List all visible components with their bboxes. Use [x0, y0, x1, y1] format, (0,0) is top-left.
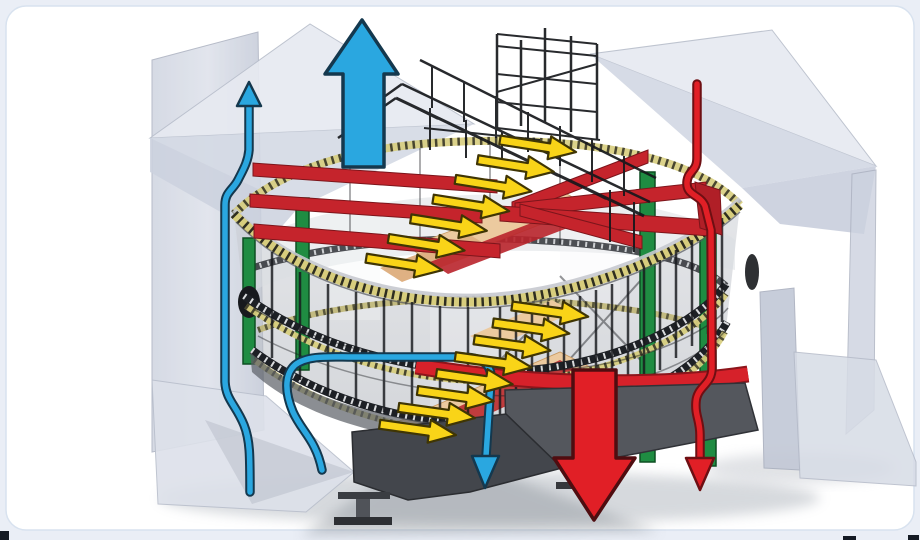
housing-right-foot — [759, 287, 801, 471]
video-progress-mark — [843, 536, 856, 540]
large-blue-up-arrow — [323, 18, 400, 169]
base-block-front — [351, 413, 564, 501]
bottom-edge-marks — [0, 531, 919, 540]
i-beam-foot — [334, 492, 392, 525]
housing-right-hood-lip — [742, 166, 876, 234]
housing-left-skirt-shade — [205, 420, 354, 504]
housing-right-hood-facet — [590, 54, 876, 188]
base-under-rim — [250, 352, 480, 446]
scaffold-frame — [495, 28, 601, 141]
video-progress-mark — [908, 535, 919, 540]
drum-body — [234, 205, 740, 422]
radial-beam-red — [519, 203, 643, 250]
red-drop-arrow — [682, 79, 717, 492]
radial-beam-red — [252, 162, 498, 194]
rotor-hub-right — [745, 254, 759, 290]
large-red-down-arrow — [552, 368, 637, 522]
housing — [148, 23, 917, 513]
blue-riser-arrow — [220, 80, 263, 497]
ramp-red-strip — [430, 212, 578, 274]
video-progress-mark — [0, 531, 9, 540]
housing-right-skirt — [793, 351, 917, 487]
housing-left-roof-lip — [150, 138, 298, 240]
flow-annotations — [220, 18, 717, 522]
